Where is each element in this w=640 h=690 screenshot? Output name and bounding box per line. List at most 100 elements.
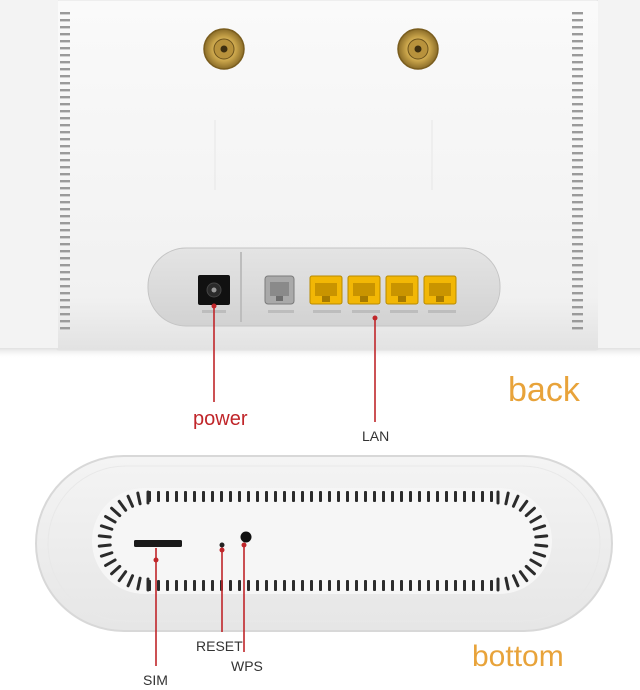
vent-slot (60, 40, 70, 43)
vent-slot (60, 201, 70, 204)
vent-slot (60, 19, 70, 22)
vent-slot (572, 117, 583, 120)
vent-slot (572, 47, 583, 50)
vent-slot (117, 570, 128, 583)
vent-slot (60, 222, 70, 225)
vent-slot (60, 159, 70, 162)
vent-slot (310, 491, 313, 502)
vent-slot (202, 580, 205, 591)
vent-slot (60, 173, 70, 176)
vent-slot (572, 236, 583, 239)
vent-slot (572, 327, 583, 330)
vent-slot (60, 124, 70, 127)
vent-slot (60, 264, 70, 267)
vent-slot (518, 499, 529, 512)
vent-slot (310, 580, 313, 591)
back-section-label: back (508, 371, 580, 409)
vent-slot (572, 82, 583, 85)
vent-slot (572, 166, 583, 169)
vent-slot (572, 292, 583, 295)
vent-slot (572, 257, 583, 260)
vent-slot (274, 580, 277, 591)
vent-slot (572, 124, 583, 127)
vent-slot (572, 173, 583, 176)
vent-slot (572, 152, 583, 155)
vent-slot (572, 215, 583, 218)
vent-slot (427, 491, 430, 502)
power-callout-label: power (193, 408, 248, 430)
vent-slot (572, 222, 583, 225)
vent-slot (445, 580, 448, 591)
vent-slot (481, 491, 484, 502)
vent-slot (60, 187, 70, 190)
vent-slot (292, 580, 295, 591)
vent-slot (104, 558, 117, 567)
vent-slot (319, 580, 322, 591)
vent-slot (572, 33, 583, 36)
vent-slot (572, 110, 583, 113)
vent-slot (292, 491, 295, 502)
vent-slot (211, 491, 214, 502)
vent-slot (572, 145, 583, 148)
vent-slot (572, 285, 583, 288)
vent-slot (445, 491, 448, 502)
side-vents-left (60, 12, 70, 330)
vent-slot (60, 152, 70, 155)
reset-callout-label: RESET (196, 638, 243, 654)
vent-slot (572, 54, 583, 57)
vent-slot (572, 40, 583, 43)
vent-slot (60, 194, 70, 197)
vent-slot (60, 47, 70, 50)
vent-slot (572, 201, 583, 204)
vent-slot (301, 580, 304, 591)
vent-slot (511, 574, 520, 588)
vent-slot (283, 580, 286, 591)
reset-hole-icon (219, 542, 225, 548)
vent-slot (572, 271, 583, 274)
vent-slot (247, 491, 250, 502)
vent-slot (572, 96, 583, 99)
vent-slot (364, 491, 367, 502)
vent-slot (136, 576, 142, 591)
wps-callout-label: WPS (231, 658, 263, 674)
vent-slot (472, 580, 475, 591)
vent-slot (110, 506, 122, 518)
vent-slot (60, 138, 70, 141)
vent-slot (572, 138, 583, 141)
vent-slot (60, 299, 70, 302)
vent-slot (463, 580, 466, 591)
vent-slot (60, 215, 70, 218)
vent-slot (400, 491, 403, 502)
back-port-panel (147, 247, 501, 327)
vent-slot (60, 131, 70, 134)
vent-slot (229, 491, 232, 502)
vent-slot (60, 96, 70, 99)
vent-slot (572, 68, 583, 71)
vent-slot (60, 117, 70, 120)
vent-slot (60, 33, 70, 36)
vent-slot (283, 491, 286, 502)
vent-slot (391, 491, 394, 502)
vent-slot (337, 580, 340, 591)
vent-slot (524, 506, 536, 518)
vent-slot (490, 491, 493, 502)
vent-slot (454, 491, 457, 502)
vent-slot (504, 576, 510, 591)
vent-slot (409, 491, 412, 502)
lan-port-icon (309, 275, 343, 305)
vent-slot (238, 580, 241, 591)
lan-ports (309, 275, 457, 305)
vent-slot (60, 89, 70, 92)
vent-slot (265, 491, 268, 502)
vent-slot (572, 89, 583, 92)
vent-slot (364, 580, 367, 591)
sim-callout-label: SIM (143, 672, 168, 688)
vent-slot (60, 292, 70, 295)
vent-slot (572, 264, 583, 267)
lan-port-icon (347, 275, 381, 305)
bottom-vents (97, 490, 549, 592)
vent-slot (60, 243, 70, 246)
vent-slot (126, 574, 135, 588)
vent-slot (104, 515, 117, 524)
vent-slot (193, 491, 196, 502)
